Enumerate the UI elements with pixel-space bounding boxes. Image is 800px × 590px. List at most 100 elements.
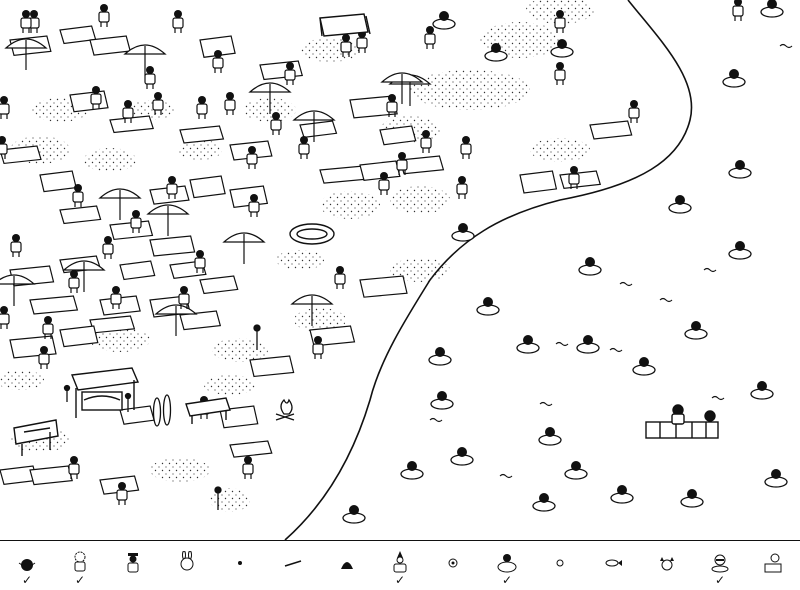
beach-person[interactable] [312,336,324,359]
umbrella[interactable] [154,304,198,336]
target-slot[interactable] [169,545,205,589]
beach-person[interactable] [0,136,8,159]
beach-person[interactable] [242,456,254,479]
beach-person[interactable] [196,96,208,119]
umbrella[interactable] [380,72,424,104]
beach-person[interactable] [144,66,156,89]
beach-person[interactable] [456,176,468,199]
target-slot[interactable] [595,545,631,589]
swimmer[interactable] [760,0,784,18]
swimmer[interactable] [400,461,424,480]
umbrella[interactable] [0,274,36,306]
beach-person[interactable] [194,250,206,273]
beach-person[interactable] [90,86,102,109]
target-slot[interactable] [329,545,365,589]
target-slot[interactable] [649,545,685,589]
swimmer[interactable] [532,493,556,512]
beach-person[interactable] [10,234,22,257]
swimmer[interactable] [680,489,704,508]
swimmer[interactable] [764,469,788,488]
swimmer[interactable] [516,335,540,354]
target-slot[interactable] [435,545,471,589]
beach-person[interactable] [20,10,32,33]
target-slot[interactable] [542,545,578,589]
swimmer[interactable] [430,391,454,410]
beach-person[interactable] [298,136,310,159]
swimmer[interactable] [632,357,656,376]
beach-person[interactable] [110,286,122,309]
swimmer[interactable] [451,223,475,242]
swimmer[interactable] [576,335,600,354]
target-slot[interactable]: ✓ [702,545,738,589]
swimmer[interactable] [484,43,508,62]
beach-scene[interactable] [0,0,800,540]
tiki-torches[interactable] [63,324,261,510]
beach-person[interactable] [270,112,282,135]
beach-person[interactable] [98,4,110,27]
beach-person[interactable] [246,146,258,169]
beach-person[interactable] [378,172,390,195]
beach-person[interactable] [420,130,432,153]
campfire[interactable] [275,398,295,421]
beach-person[interactable] [340,34,352,57]
beach-person[interactable] [122,100,134,123]
swimmer[interactable] [668,195,692,214]
swimmer[interactable] [564,461,588,480]
target-slot[interactable] [222,545,258,589]
target-slot[interactable]: ✓ [489,545,525,589]
umbrella[interactable] [62,260,106,292]
beach-person[interactable] [424,26,436,49]
beach-person[interactable] [116,482,128,505]
swimmer[interactable] [476,297,500,316]
swimmer[interactable] [728,241,752,260]
beach-person[interactable] [102,236,114,259]
beach-person[interactable] [386,94,398,117]
swimmer[interactable] [610,485,634,504]
beach-person[interactable] [212,50,224,73]
raft[interactable] [645,404,719,439]
umbrella[interactable] [123,44,167,76]
swimmer[interactable] [722,69,746,88]
beach-person[interactable] [284,62,296,85]
beach-person[interactable] [42,316,54,339]
umbrella[interactable] [292,110,336,142]
beach-person[interactable] [554,10,566,33]
swimmer[interactable] [550,39,574,58]
swimmers[interactable] [342,0,788,524]
beach-person[interactable] [38,346,50,369]
beach-person[interactable] [628,100,640,123]
target-slot[interactable] [755,545,791,589]
swimmer[interactable] [428,347,452,366]
beach-person[interactable] [130,210,142,233]
swimmer[interactable] [342,505,366,524]
beach-person[interactable] [396,152,408,175]
umbrella[interactable] [146,204,190,236]
picnic-table[interactable] [185,397,231,424]
beach-person[interactable] [248,194,260,217]
inflatable-boat[interactable] [289,223,335,245]
beach-person[interactable] [166,176,178,199]
beach-person[interactable] [0,96,10,119]
beach-person[interactable] [68,456,80,479]
swimmer[interactable] [450,447,474,466]
target-slot[interactable]: ✓ [9,545,45,589]
swimmer[interactable] [750,381,774,400]
scene-canvas[interactable] [0,0,800,540]
beach-bed[interactable] [319,13,371,37]
beach-person[interactable] [178,286,190,309]
beach-person[interactable] [568,166,580,189]
beach-person[interactable] [224,92,236,115]
beach-person[interactable] [0,306,10,329]
umbrella[interactable] [222,232,266,264]
target-slot[interactable]: ✓ [382,545,418,589]
swimmer[interactable] [432,11,456,30]
swimmer[interactable] [538,427,562,446]
beach-person[interactable] [732,0,744,21]
swimmer[interactable] [578,257,602,276]
umbrella[interactable] [248,82,292,114]
beach-person[interactable] [172,10,184,33]
beach-hut[interactable] [71,367,140,418]
umbrella[interactable] [290,294,334,326]
target-slot[interactable] [115,545,151,589]
target-slot[interactable] [275,545,311,589]
